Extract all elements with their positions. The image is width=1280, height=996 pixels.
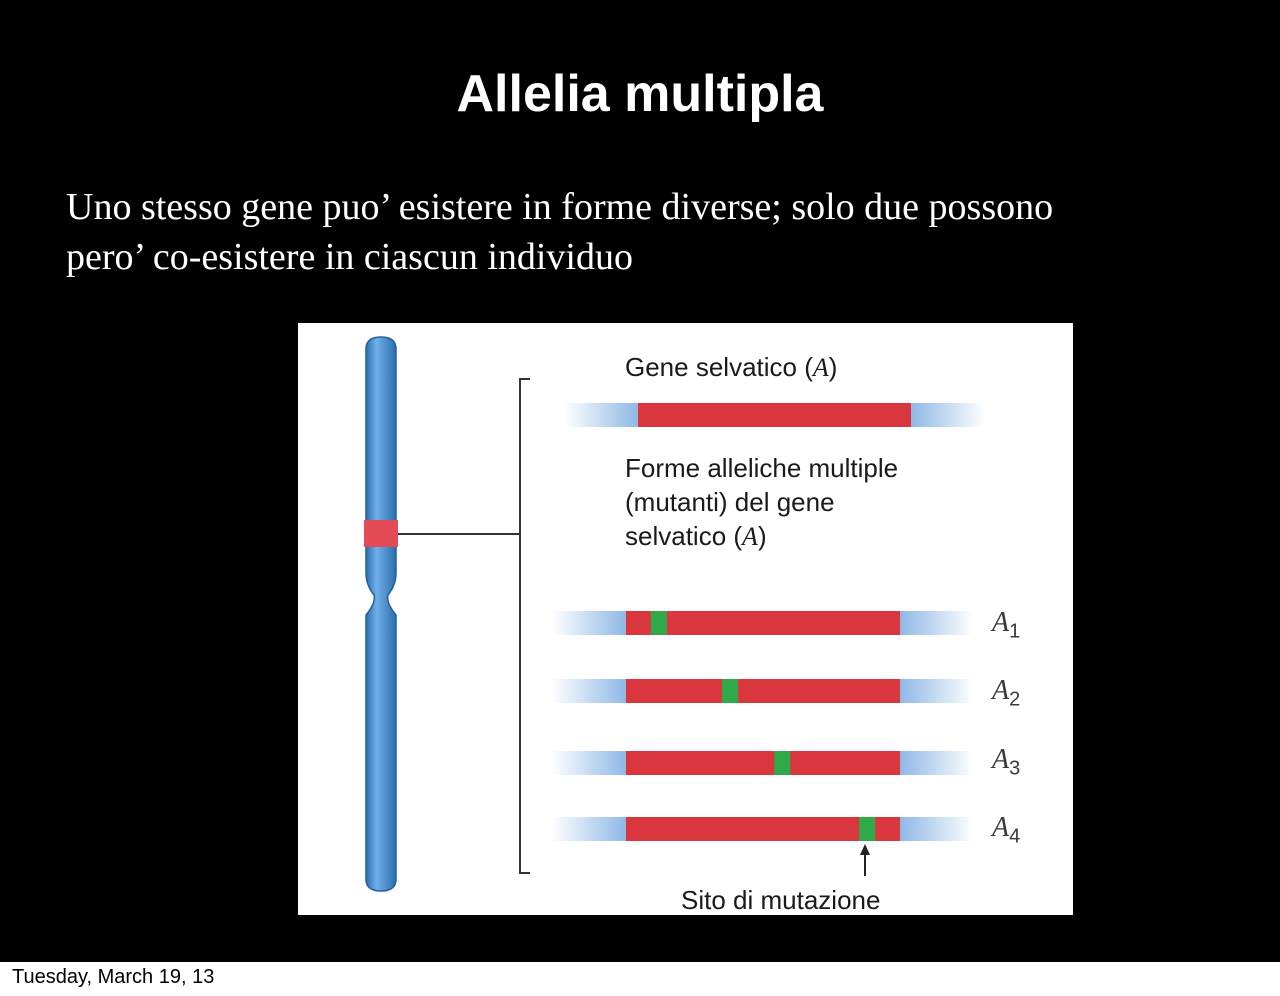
mutation-site-marker <box>859 817 876 841</box>
wild-type-gene-bar <box>564 403 985 427</box>
slide-title: Allelia multipla <box>456 65 824 123</box>
allele-left-flank <box>552 679 626 703</box>
allele-gene-region <box>626 751 900 775</box>
allele-gene-region <box>626 817 900 841</box>
allele-right-flank <box>900 611 974 635</box>
body-line-1: Uno stesso gene puo’ esistere in forme d… <box>66 186 1054 228</box>
allele-left-flank <box>552 751 626 775</box>
allele-gene-region <box>626 679 900 703</box>
chromosome <box>364 336 398 892</box>
allele-figure: Gene selvatico (A) Forme alleliche multi… <box>298 323 1073 915</box>
allele-label-a2: A2 <box>992 675 1021 711</box>
allele-label-a1: A1 <box>992 607 1021 643</box>
allele-bar-a4 <box>552 817 974 841</box>
allele-label-a3: A3 <box>992 744 1021 780</box>
footer-date: Tuesday, March 19, 13 <box>12 966 215 988</box>
allele-label-a4: A4 <box>992 812 1021 848</box>
multiple-forms-label: Forme alleliche multiple (mutanti) del g… <box>625 453 899 551</box>
allele-left-flank <box>552 817 626 841</box>
mutation-site-label: Sito di mutazione <box>681 885 881 915</box>
allele-right-flank <box>900 817 974 841</box>
allele-bar-a3 <box>552 751 974 775</box>
figure-drawing <box>364 336 985 892</box>
allele-left-flank <box>552 611 626 635</box>
mutation-site-marker <box>774 751 791 775</box>
allele-bar-a1 <box>552 611 974 635</box>
allele-bar-a2 <box>552 679 974 703</box>
gene-locus-band <box>364 520 398 547</box>
mutation-site-arrow <box>860 844 870 876</box>
mutation-site-marker <box>650 611 667 635</box>
allele-bars <box>552 611 974 841</box>
wild-type-gene-label: Gene selvatico (A) <box>625 352 838 382</box>
allele-gene-region <box>626 611 900 635</box>
mutation-site-marker <box>722 679 739 703</box>
slide-body: Uno stesso gene puo’ esistere in forme d… <box>66 182 1226 282</box>
slide-background: Allelia multipla Uno stesso gene puo’ es… <box>0 0 1280 962</box>
bracket <box>519 378 530 874</box>
body-line-2: pero’ co-esistere in ciascun individuo <box>66 236 633 278</box>
allele-right-flank <box>900 751 974 775</box>
allele-right-flank <box>900 679 974 703</box>
